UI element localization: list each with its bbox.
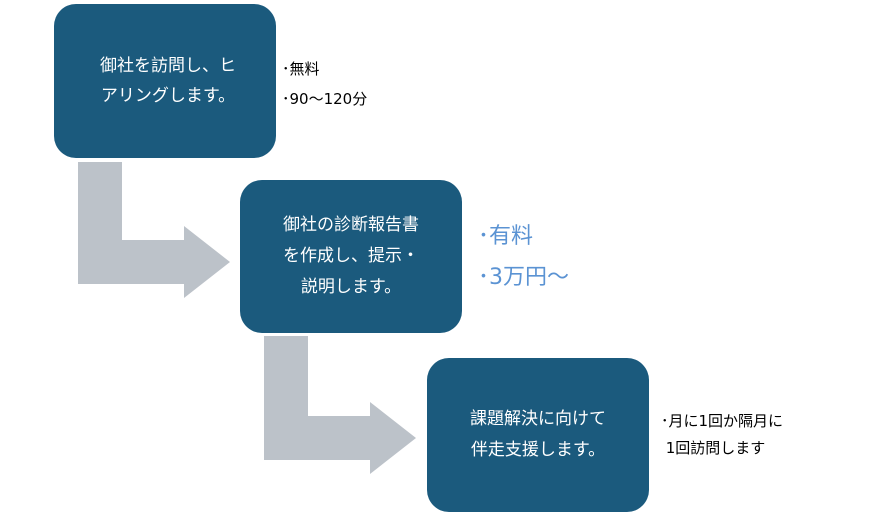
step-text-line: を作成し、提示・: [283, 246, 419, 266]
step-text-line: 御社を訪問し、ヒ: [100, 56, 236, 76]
note-text-line: ･3万円〜: [478, 265, 569, 290]
step-text-line: 御社の診断報告書: [283, 215, 419, 235]
note-text-line: ･月に1回か隔月に: [661, 412, 784, 430]
connector-arrow-1: [78, 162, 230, 298]
step-note-report: ･有料 ･3万円〜: [478, 216, 569, 298]
note-text-line: ･90〜120分: [282, 90, 368, 108]
step-text-line: 説明します。: [300, 277, 402, 297]
step-note-visit: ･無料 ･90〜120分: [282, 54, 367, 114]
note-text-line: ･無料: [282, 60, 320, 78]
step-box-ongoing-support: 課題解決に向けて 伴走支援します。: [427, 358, 649, 512]
connector-arrow-2: [264, 336, 416, 474]
step-note-support: ･月に1回か隔月に 1回訪問します: [661, 408, 783, 462]
note-text-line: 1回訪問します: [661, 439, 766, 457]
step-text-line: 伴走支援します。: [470, 440, 606, 460]
step-box-visit-hearing: 御社を訪問し、ヒ アリングします。: [54, 4, 276, 158]
step-box-diagnosis-report: 御社の診断報告書 を作成し、提示・ 説明します。: [240, 180, 462, 333]
step-text-line: アリングします。: [100, 86, 236, 106]
note-text-line: ･有料: [478, 224, 534, 249]
step-text-line: 課題解決に向けて: [470, 409, 606, 429]
